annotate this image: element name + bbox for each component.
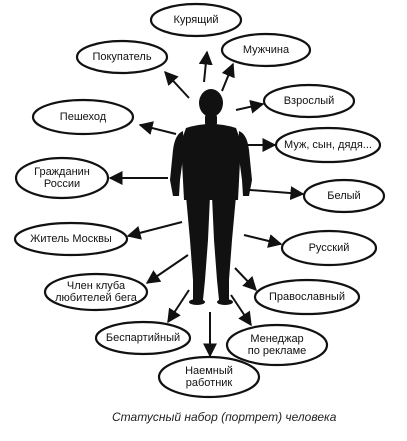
- node-peshekhod: Пешеход: [31, 98, 135, 136]
- node-ellipse-chlen-kluba: [43, 272, 149, 312]
- node-ellipse-vzroslyy: [262, 83, 356, 119]
- node-ellipse-naemnyy-rabotnik: [157, 355, 261, 399]
- node-ellipse-muzh-syn-dyadya: [274, 126, 382, 164]
- arrow-russkiy: [243, 234, 283, 248]
- node-muzh-syn-dyadya: Муж, сын, дядя...: [274, 126, 382, 164]
- node-label-menedzher-po-reklame-line-1: Менеджар: [250, 333, 303, 345]
- node-label-naemnyy-rabotnik-line-1: Наемный: [185, 365, 233, 377]
- arrow-peshekhod: [138, 121, 177, 135]
- node-ellipse-peshekhod: [31, 98, 135, 136]
- node-ellipse-bespartiynyy: [94, 320, 192, 356]
- arrow-chlen-kluba: [145, 254, 189, 284]
- node-pravoslavnyy: Православный: [253, 278, 361, 316]
- node-label-muzh-syn-dyadya: Муж, сын, дядя...: [284, 139, 372, 151]
- node-label-kuryashchiy: Курящий: [173, 14, 218, 26]
- node-label-russkiy: Русский: [309, 242, 350, 254]
- node-ellipse-grazhdanin-rossii: [14, 156, 110, 200]
- arrow-bespartiynyy: [167, 289, 190, 324]
- node-russkiy: Русский: [280, 229, 378, 267]
- arrow-vzroslyy: [235, 99, 265, 114]
- node-label-naemnyy-rabotnik-line-2: работник: [186, 377, 233, 389]
- node-label-chlen-kluba-line-1: Член клуба: [67, 280, 126, 292]
- node-label-pravoslavnyy: Православный: [269, 291, 345, 303]
- node-label-belyy: Белый: [327, 190, 360, 202]
- node-label-menedzher-po-reklame-line-2: по рекламе: [248, 345, 307, 357]
- node-ellipse-menedzher-po-reklame: [225, 323, 329, 367]
- node-label-vzroslyy: Взрослый: [284, 95, 335, 107]
- arrow-zhitel-moskvy: [126, 221, 183, 240]
- node-label-pokupatel: Покупатель: [92, 51, 151, 63]
- node-label-zhitel-moskvy: Житель Москвы: [30, 233, 112, 245]
- node-bespartiynyy: Беспартийный: [94, 320, 192, 356]
- arrow-muzhchina: [221, 62, 235, 92]
- node-label-bespartiynyy: Беспартийный: [106, 332, 180, 344]
- node-ellipse-pravoslavnyy: [253, 278, 361, 316]
- node-ellipse-zhitel-moskvy: [13, 221, 129, 257]
- node-vzroslyy: Взрослый: [262, 83, 356, 119]
- node-zhitel-moskvy: Житель Москвы: [13, 221, 129, 257]
- node-label-muzhchina: Мужчина: [243, 44, 290, 56]
- node-label-peshekhod: Пешеход: [60, 111, 107, 123]
- node-label-grazhdanin-rossii-line-1: Гражданин: [34, 166, 90, 178]
- node-ellipse-muzhchina: [220, 32, 312, 68]
- arrow-belyy: [249, 186, 305, 201]
- node-label-grazhdanin-rossii-line-2: России: [44, 178, 80, 190]
- node-label-chlen-kluba-line-2: любителей бега: [55, 292, 138, 304]
- diagram-caption: Статусный набор (портрет) человека: [112, 410, 337, 424]
- node-ellipse-russkiy: [280, 229, 378, 267]
- arrow-pokupatel: [164, 70, 190, 99]
- node-ellipse-pokupatel: [75, 39, 169, 75]
- arrow-pravoslavnyy: [234, 267, 257, 292]
- arrow-kuryashchiy: [198, 50, 213, 83]
- node-belyy: Белый: [302, 178, 386, 214]
- node-pokupatel: Покупатель: [75, 39, 169, 75]
- arrows: [108, 50, 305, 358]
- human-silhouette-icon: [170, 89, 252, 305]
- node-kuryashchiy: Курящий: [149, 2, 243, 38]
- node-ellipse-kuryashchiy: [149, 2, 243, 38]
- node-ellipse-belyy: [302, 178, 386, 214]
- node-muzhchina: Мужчина: [220, 32, 312, 68]
- arrow-menedzher-po-reklame: [230, 294, 252, 327]
